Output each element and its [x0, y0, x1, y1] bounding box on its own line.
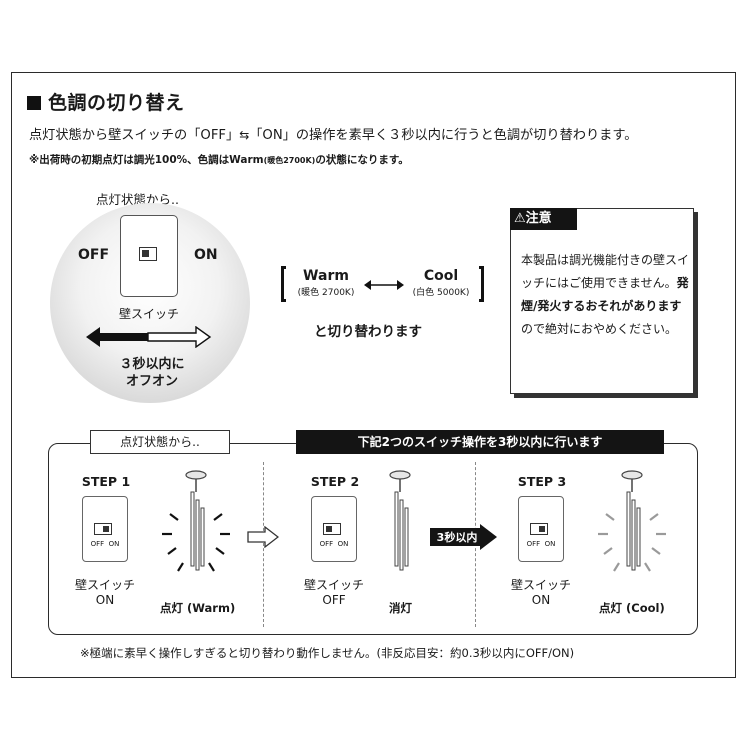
plate-on: ON [108, 540, 120, 548]
cool-name: Cool [423, 268, 459, 284]
rocker-switch-icon [139, 247, 157, 261]
step-3-state: ON [531, 593, 551, 607]
warm-block: Warm (暖色 2700K) [288, 268, 364, 298]
step-3-lamp-label: 点灯 (Cool) [599, 601, 665, 615]
title-text: 色調の切り替え [48, 92, 185, 114]
warm-sub: (暖色 2700K) [297, 288, 355, 298]
circle-on-label: ON [194, 247, 218, 263]
default-note: ※出荷時の初期点灯は調光100%、色調はWarm(暖色2700K)の状態になりま… [29, 152, 409, 167]
footnote: ※極端に素早く操作しすぎると切り替わり動作しません。(非反応目安：約0.3秒以内… [80, 646, 575, 660]
switch-caption: と切り替わります [314, 324, 422, 340]
swap-arrow-icon [364, 280, 404, 290]
step-1-lamp-label: 点灯 (Warm) [160, 601, 236, 615]
step-1-switch-plate: OFF ON [82, 496, 128, 562]
steps-tag-right: 下記2つのスイッチ操作を3秒以内に行います [296, 430, 664, 454]
section-title: 色調の切り替え [27, 88, 185, 115]
square-bullet-icon [27, 96, 41, 110]
bracket-left [281, 266, 286, 302]
step-1-state: ON [95, 593, 115, 607]
step-divider [263, 462, 264, 627]
section-frame [11, 72, 736, 678]
steps-tag-left: 点灯状態から.. [90, 430, 230, 454]
lead-after: の操作を素早く３秒以内に行うと色調が切り替わります。 [295, 128, 638, 143]
plate-labels: OFF ON [312, 540, 356, 548]
lead-before: 点灯状態から壁スイッチの [29, 128, 188, 143]
note-a: ※出荷時の初期点灯は調光100%、色調はWarm [29, 154, 264, 166]
bracket-right [479, 266, 484, 302]
arrow-right-icon [247, 526, 279, 548]
rocker-switch-icon [323, 523, 341, 535]
step-3-switch-plate: OFF ON [518, 496, 564, 562]
plate-labels: OFF ON [83, 540, 127, 548]
lamp-warm-icon [162, 470, 230, 572]
caution-body: 本製品は調光機能付きの壁スイッチにはご使用できません。発煙/発火するおそれがあり… [521, 249, 691, 341]
plate-off: OFF [319, 540, 334, 548]
step-2-switch-text: 壁スイッチ [303, 578, 364, 592]
plate-labels: OFF ON [519, 540, 563, 548]
step-3-title: STEP 3 [517, 474, 567, 489]
step-2-state: OFF [322, 593, 346, 607]
circle-off-label: OFF [78, 247, 110, 263]
note-small: (暖色2700K) [263, 156, 316, 165]
plate-off: OFF [526, 540, 541, 548]
lead-text: 点灯状態から壁スイッチの「OFF」⇆「ON」の操作を素早く３秒以内に行うと色調が… [29, 124, 637, 143]
lead-on: 「ON」 [249, 128, 296, 143]
plate-on: ON [337, 540, 349, 548]
caution-p2: ので絶対におやめください。 [521, 322, 678, 336]
circle-line1: ３秒以内に [119, 357, 185, 372]
caution-heading: ⚠注意 [510, 208, 577, 230]
plate-on: ON [544, 540, 556, 548]
cool-block: Cool (白色 5000K) [404, 268, 478, 298]
caution-p1: 本製品は調光機能付きの壁スイッチにはご使用できません。 [521, 253, 690, 290]
lamp-cool-icon [598, 470, 666, 572]
swap-arrows-icon: ⇆ [239, 128, 250, 142]
caution-bold: 発煙/発火するおそれがあります [521, 276, 689, 313]
arrow-3sec-label: 3秒以内 [436, 531, 478, 544]
lamp-off-icon [389, 470, 411, 571]
step-3-switch-text: 壁スイッチ [510, 578, 571, 592]
step-1-switch-text: 壁スイッチ [74, 578, 135, 592]
rocker-switch-icon [530, 523, 548, 535]
caution-heading-text: 注意 [525, 211, 552, 226]
note-b: の状態になります。 [315, 154, 409, 166]
plate-off: OFF [90, 540, 105, 548]
warm-name: Warm [303, 268, 349, 284]
caution-box [510, 208, 694, 394]
rocker-switch-icon [94, 523, 112, 535]
wall-switch-label: 壁スイッチ [119, 307, 180, 321]
wall-switch-plate [120, 215, 178, 297]
double-arrow-icon [86, 326, 212, 348]
warning-triangle-icon: ⚠ [514, 211, 526, 226]
cool-sub: (白色 5000K) [412, 288, 470, 298]
step-1-title: STEP 1 [81, 474, 131, 489]
circle-line2: オフオン [125, 374, 178, 389]
step-2-switch-plate: OFF ON [311, 496, 357, 562]
step-2-title: STEP 2 [310, 474, 360, 489]
step-2-lamp-label: 消灯 [389, 601, 412, 615]
arrow-3sec-icon [430, 524, 497, 550]
circle-bottom-text: ３秒以内にオフオン [112, 356, 192, 390]
lead-off: 「OFF」 [187, 128, 240, 143]
